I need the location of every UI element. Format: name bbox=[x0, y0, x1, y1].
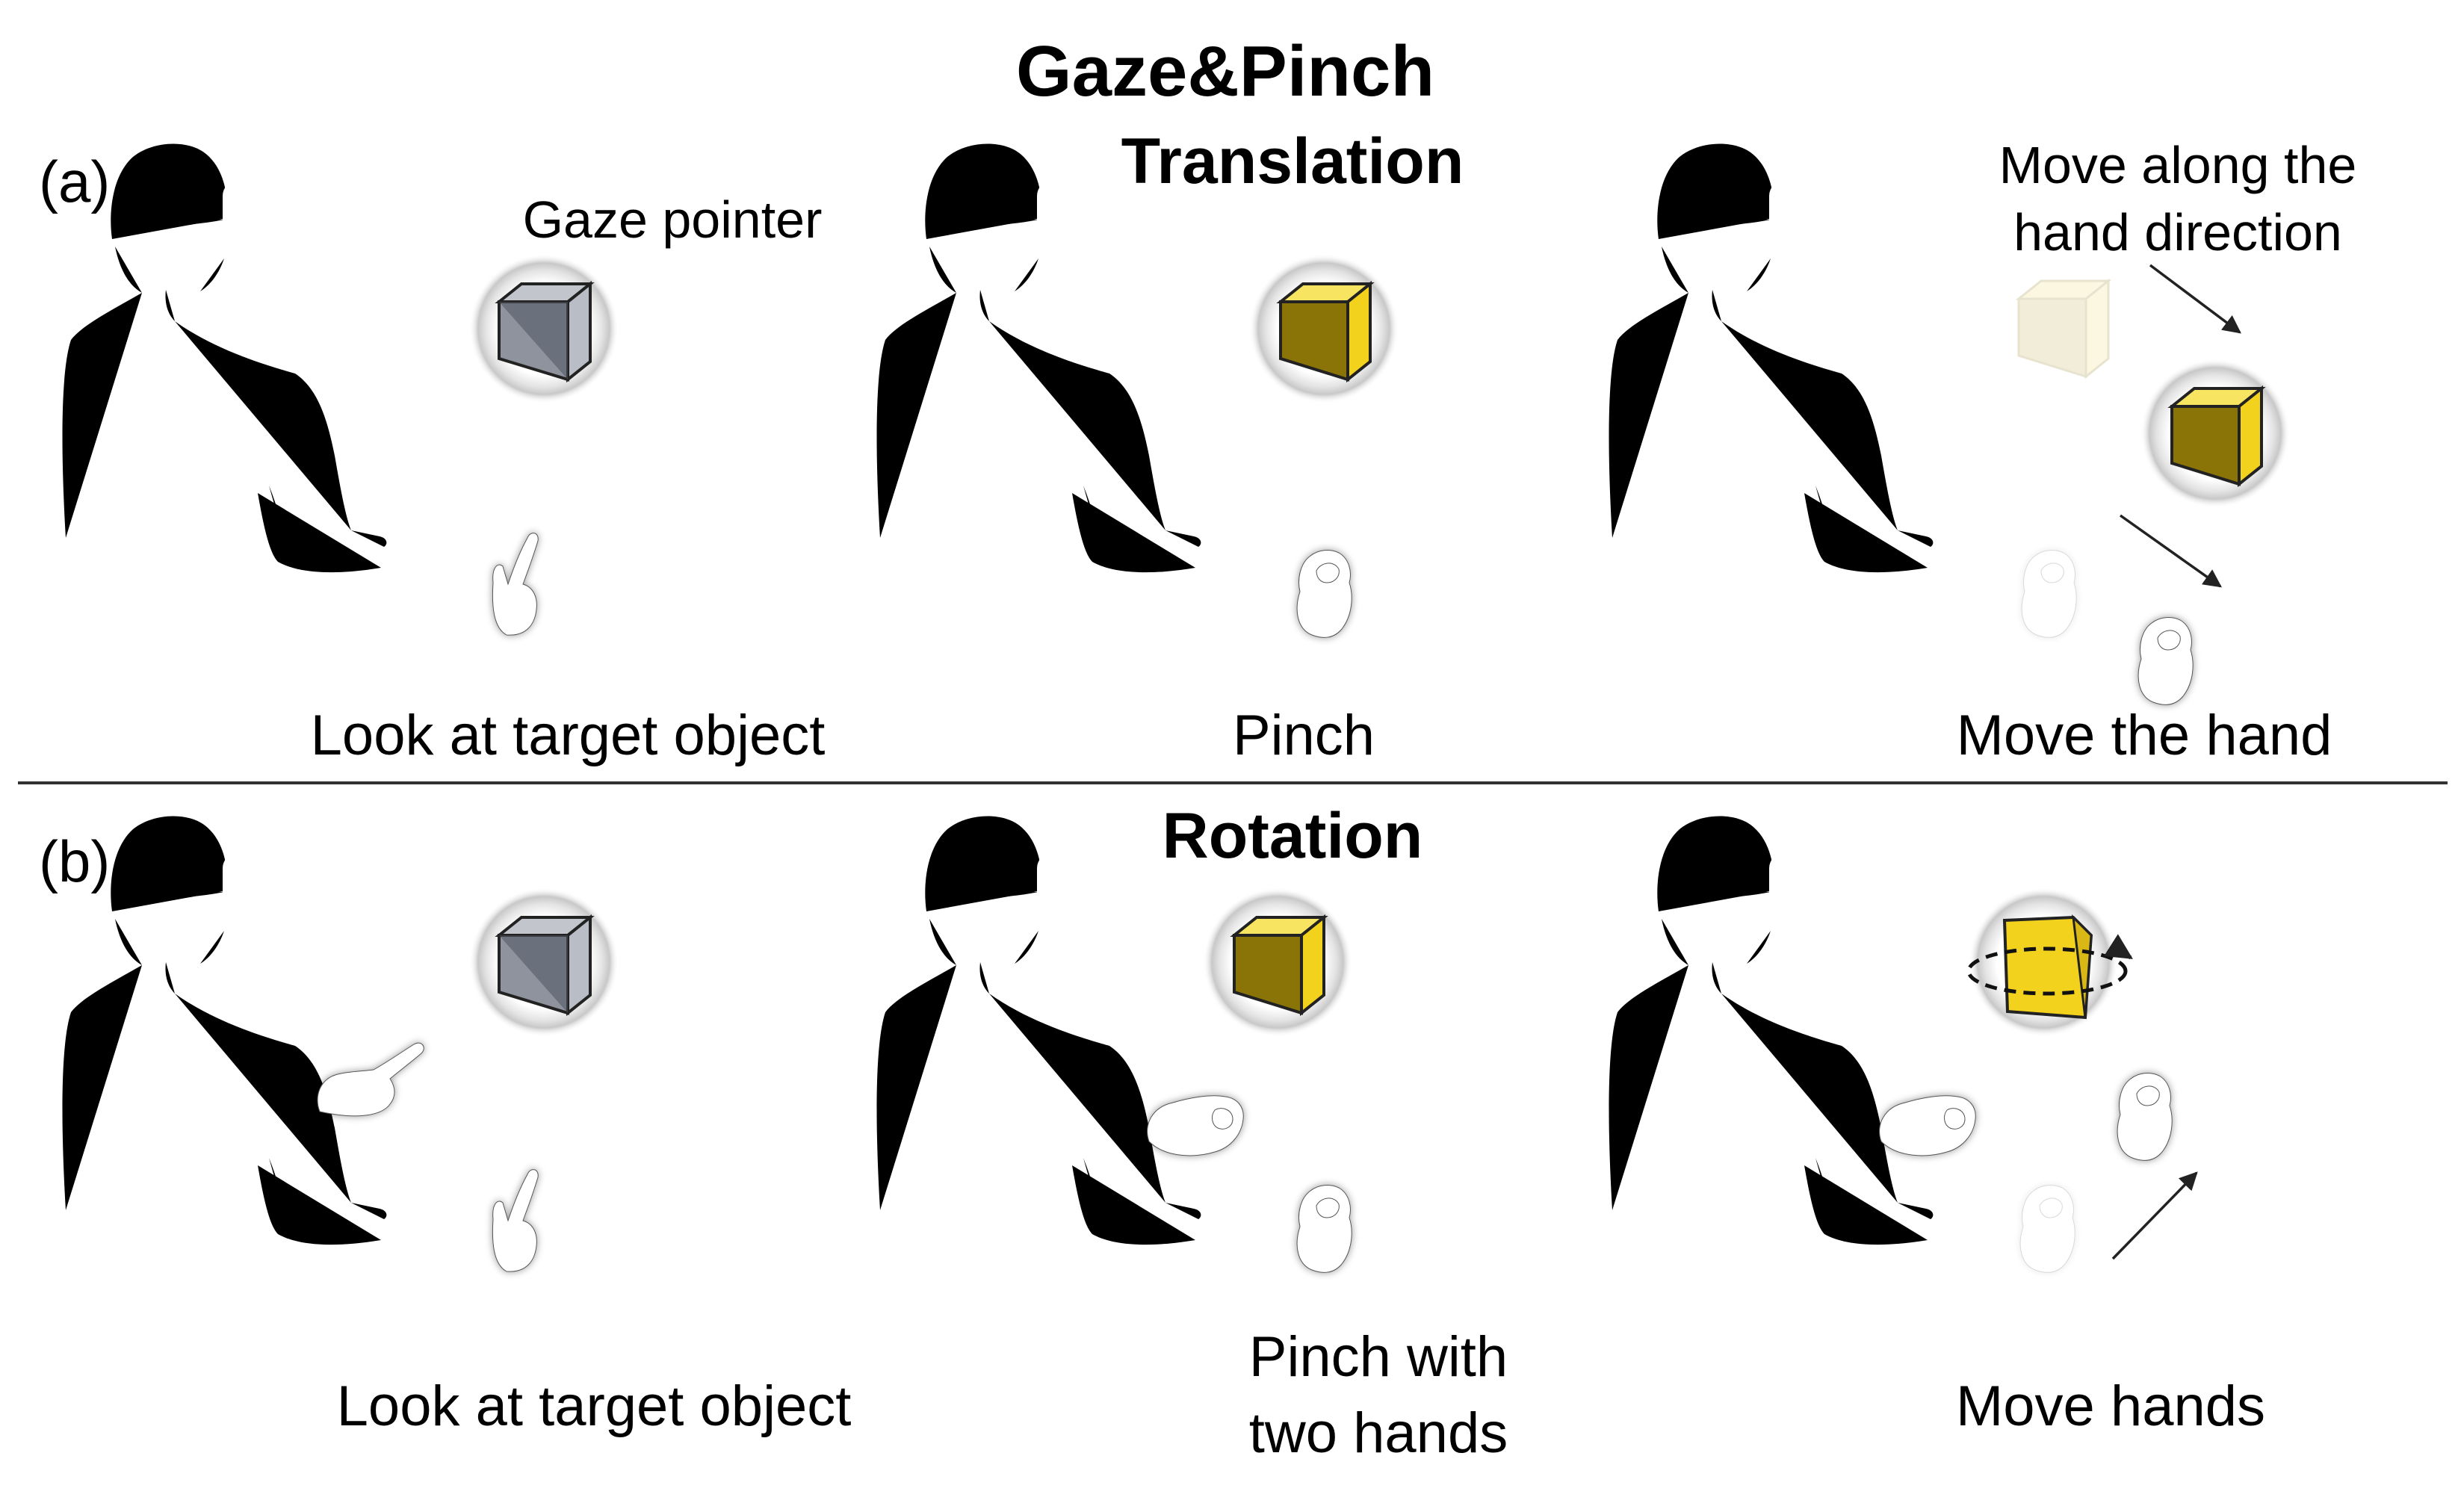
direction-arrow-icon bbox=[2119, 514, 2222, 588]
pointing-hand-icon bbox=[492, 533, 538, 636]
person-with-headset-icon bbox=[876, 816, 1201, 1270]
person-with-headset-icon bbox=[62, 143, 387, 598]
pinch-hand-icon bbox=[1297, 1186, 1352, 1273]
direction-arrow-icon bbox=[2149, 264, 2241, 334]
direction-arrow-icon bbox=[2111, 1171, 2198, 1260]
cube-icon bbox=[495, 280, 595, 383]
panel-b-heading: Rotation bbox=[1163, 800, 1423, 872]
cube-icon bbox=[2002, 914, 2093, 1020]
pointing-hand-side-icon bbox=[318, 1043, 424, 1116]
panel-b-step-2-caption-line-1: Pinch with bbox=[1249, 1325, 1508, 1389]
pinch-hand-ghost-icon bbox=[2022, 551, 2076, 638]
rotation-arrow-icon bbox=[1966, 934, 2133, 996]
panel-b-step-2: Pinch with two hands bbox=[876, 816, 1508, 1465]
panel-a-step-2: Pinch bbox=[876, 143, 1399, 767]
pinch-hand-ghost-icon bbox=[2020, 1186, 2075, 1273]
pointing-hand-icon bbox=[492, 1170, 538, 1272]
panel-a-step-1: Gaze pointer Look at target object bbox=[62, 143, 826, 767]
pinch-hand-side-icon bbox=[1148, 1096, 1244, 1156]
cube-icon bbox=[1276, 280, 1375, 383]
cube-icon bbox=[1230, 914, 1328, 1017]
person-with-headset-icon bbox=[1609, 816, 1934, 1270]
figure-title: Gaze&Pinch bbox=[1016, 31, 1434, 111]
move-direction-note-line-1: Move along the bbox=[1999, 136, 2357, 194]
panel-b-step-1-caption: Look at target object bbox=[337, 1375, 852, 1438]
panel-a-label: (a) bbox=[39, 149, 110, 214]
pinch-hand-icon bbox=[2117, 1073, 2172, 1161]
pinch-hand-icon bbox=[1297, 551, 1352, 638]
panel-a-heading: Translation bbox=[1121, 126, 1464, 197]
cube-icon bbox=[2167, 385, 2266, 488]
panel-b-step-3: Move hands bbox=[1609, 816, 2265, 1438]
person-with-headset-icon bbox=[1609, 143, 1934, 598]
cube-icon bbox=[495, 914, 595, 1017]
panel-b-label: (b) bbox=[39, 828, 110, 894]
panel-a-step-3-caption: Move the hand bbox=[1957, 704, 2332, 767]
panel-a-step-3: Move along the hand direction Mo bbox=[1609, 136, 2357, 767]
panel-a: (a) Translation Gaze pointer Look at tar… bbox=[39, 126, 2356, 767]
panel-a-step-1-caption: Look at target object bbox=[311, 704, 826, 767]
cube-ghost-icon bbox=[2015, 278, 2112, 379]
panel-b-step-1: Look at target object bbox=[62, 816, 852, 1438]
person-with-headset-icon bbox=[62, 816, 387, 1270]
pinch-hand-side-icon bbox=[1880, 1096, 1976, 1156]
panel-a-step-2-caption: Pinch bbox=[1233, 704, 1375, 767]
move-direction-note-line-2: hand direction bbox=[2013, 203, 2342, 261]
person-with-headset-icon bbox=[876, 143, 1201, 598]
pinch-hand-icon bbox=[2138, 618, 2193, 705]
panel-b: (b) Rotation Look at target object bbox=[39, 800, 2265, 1465]
panel-b-step-3-caption: Move hands bbox=[1956, 1375, 2265, 1438]
gaze-pointer-label: Gaze pointer bbox=[523, 190, 823, 249]
panel-b-step-2-caption-line-2: two hands bbox=[1249, 1401, 1508, 1465]
